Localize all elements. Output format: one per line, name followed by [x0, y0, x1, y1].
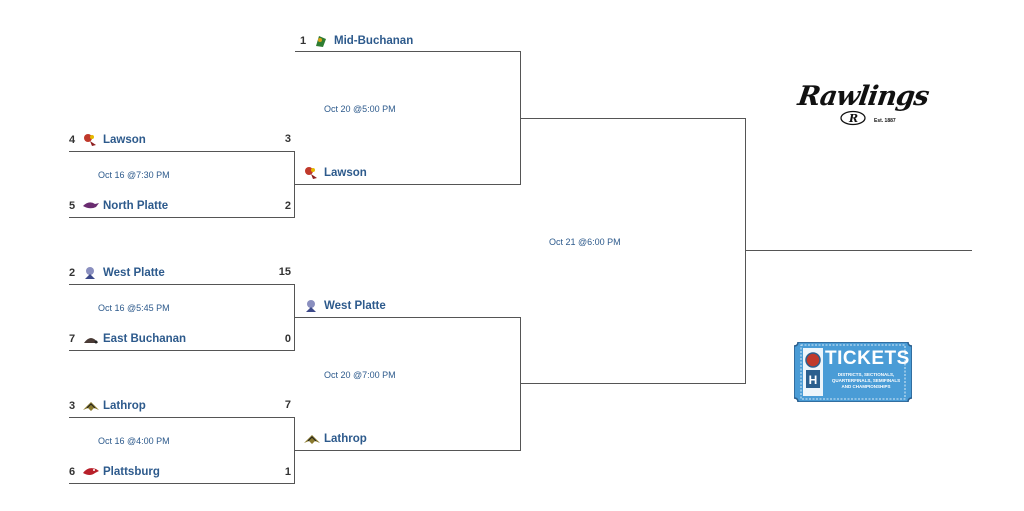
bracket-line — [295, 51, 521, 52]
bracket-line — [69, 217, 295, 218]
seed-number: 1 — [300, 35, 307, 47]
east-buchanan-logo-icon — [83, 332, 98, 346]
bracket-line — [520, 51, 521, 185]
tickets-banner[interactable]: H TICKETS DISTRICTS, SECTIONALS, QUARTER… — [794, 342, 912, 402]
plattsburg-logo-icon — [83, 465, 99, 479]
game-date-link[interactable]: Oct 16 @7:30 PM — [98, 170, 170, 180]
bracket-line — [69, 151, 295, 152]
team-score: 0 — [284, 333, 291, 345]
bracket-line — [521, 118, 746, 119]
tickets-subtitle-3: AND CHAMPIONSHIPS — [841, 384, 891, 389]
team-name[interactable]: Mid-Buchanan — [334, 35, 414, 47]
team-score: 3 — [284, 133, 291, 145]
west-platte-logo-icon — [304, 299, 318, 313]
game-date-link[interactable]: Oct 20 @5:00 PM — [324, 104, 396, 114]
team-name[interactable]: Plattsburg — [103, 466, 160, 478]
team-score: 1 — [284, 466, 291, 478]
team-slot[interactable]: 6 Plattsburg — [69, 463, 160, 481]
team-slot[interactable]: 5 North Platte — [69, 197, 168, 215]
team-name[interactable]: Lathrop — [103, 400, 146, 412]
bracket-line — [294, 151, 295, 218]
team-name[interactable]: West Platte — [103, 267, 165, 279]
team-slot[interactable]: Lawson — [302, 164, 367, 182]
game-date-link[interactable]: Oct 20 @7:00 PM — [324, 370, 396, 380]
bracket-line — [745, 118, 746, 384]
team-slot[interactable]: 4 Lawson — [69, 131, 146, 149]
team-name[interactable]: West Platte — [324, 300, 386, 312]
lawson-logo-icon — [83, 133, 97, 147]
team-slot[interactable]: West Platte — [302, 297, 386, 315]
team-slot[interactable]: Lathrop — [302, 430, 367, 448]
bracket-line — [746, 250, 972, 251]
team-slot[interactable]: 7 East Buchanan — [69, 330, 186, 348]
bracket-line — [69, 417, 295, 418]
bracket-line — [295, 184, 521, 185]
seed-number: 2 — [69, 267, 76, 279]
rawlings-wordmark: Rawlings — [795, 81, 931, 112]
bracket-line — [295, 450, 521, 451]
team-name[interactable]: Lawson — [324, 167, 367, 179]
lathrop-logo-icon — [83, 399, 99, 413]
ticket-shape-icon: H — [794, 342, 912, 402]
tickets-subtitle-1: DISTRICTS, SECTIONALS, — [837, 372, 895, 377]
tickets-subtitle-2: QUARTERFINALS, SEMIFINALS — [831, 378, 901, 383]
team-name[interactable]: Lawson — [103, 134, 146, 146]
team-name[interactable]: East Buchanan — [103, 333, 187, 345]
seed-number: 3 — [69, 400, 76, 412]
svg-text:R: R — [848, 112, 858, 125]
team-score: 15 — [278, 266, 291, 278]
tickets-title: TICKETS — [825, 348, 910, 369]
rawlings-logo[interactable]: Rawlings Est. 1887 R — [795, 81, 931, 130]
seed-number: 7 — [69, 333, 76, 345]
game-date-link[interactable]: Oct 16 @4:00 PM — [98, 436, 170, 446]
bracket-line — [520, 317, 521, 451]
north-platte-logo-icon — [83, 199, 99, 213]
bracket-line — [521, 383, 746, 384]
team-name[interactable]: Lathrop — [324, 433, 367, 445]
lathrop-logo-icon — [304, 432, 320, 446]
svg-text:H: H — [809, 373, 818, 387]
game-date-link[interactable]: Oct 16 @5:45 PM — [98, 303, 170, 313]
west-platte-logo-icon — [83, 266, 97, 280]
mid-buchanan-logo-icon — [314, 34, 328, 48]
bracket-line — [294, 284, 295, 351]
team-slot[interactable]: 3 Lathrop — [69, 397, 146, 415]
seed-number: 6 — [69, 466, 76, 478]
bracket-line — [69, 483, 295, 484]
rawlings-est: Est. 1887 — [874, 118, 896, 124]
bracket-line — [69, 350, 295, 351]
bracket-line — [295, 317, 521, 318]
seed-number: 5 — [69, 200, 76, 212]
seed-number: 4 — [69, 134, 76, 146]
team-score: 2 — [284, 200, 291, 212]
team-slot[interactable]: 1 Mid-Buchanan — [300, 32, 413, 50]
lawson-logo-icon — [304, 166, 318, 180]
bracket-line — [69, 284, 295, 285]
team-slot[interactable]: 2 West Platte — [69, 264, 165, 282]
team-score: 7 — [284, 399, 291, 411]
team-name[interactable]: North Platte — [103, 200, 169, 212]
bracket-line — [294, 417, 295, 484]
rawlings-r-emblem-icon: R — [840, 110, 866, 126]
game-date-link[interactable]: Oct 21 @6:00 PM — [549, 237, 621, 247]
